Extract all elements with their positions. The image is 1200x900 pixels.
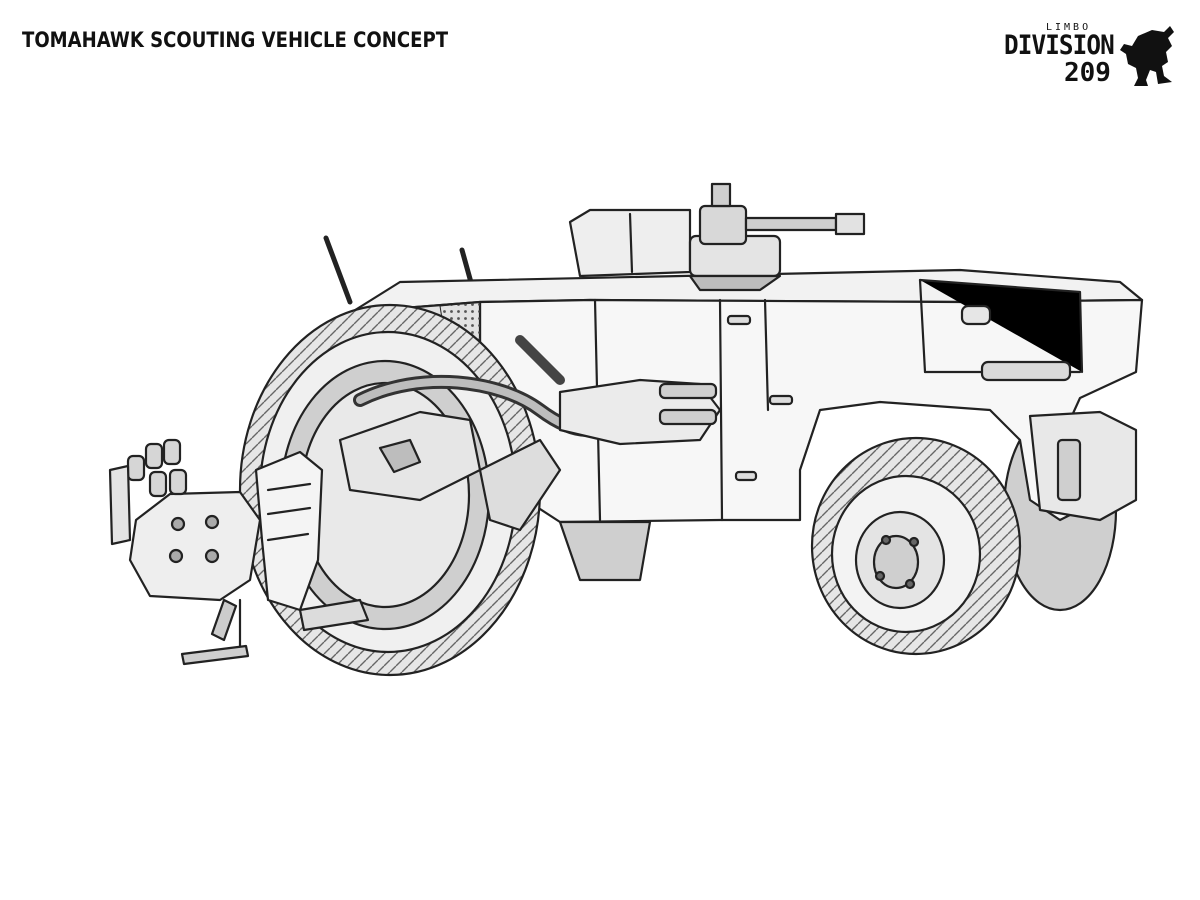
rear-wheel <box>810 436 1022 656</box>
kickstand <box>180 598 250 666</box>
mech-silhouette-icon <box>1120 26 1174 86</box>
turret-gun <box>568 182 866 292</box>
front-sensor-pod <box>108 438 262 602</box>
logo-division-text: DIVISION <box>1004 30 1115 61</box>
logo-limbo-text: LIMBO <box>1046 22 1092 33</box>
driver-seat <box>254 450 370 632</box>
middle-wheel <box>558 520 652 582</box>
page-title: TOMAHAWK SCOUTING VEHICLE CONCEPT <box>22 28 449 52</box>
antenna-left <box>323 235 353 305</box>
hydraulic-arm <box>338 335 722 532</box>
division-logo: LIMBO DIVISION 209 <box>1000 22 1180 92</box>
logo-number-text: 209 <box>1064 58 1111 88</box>
